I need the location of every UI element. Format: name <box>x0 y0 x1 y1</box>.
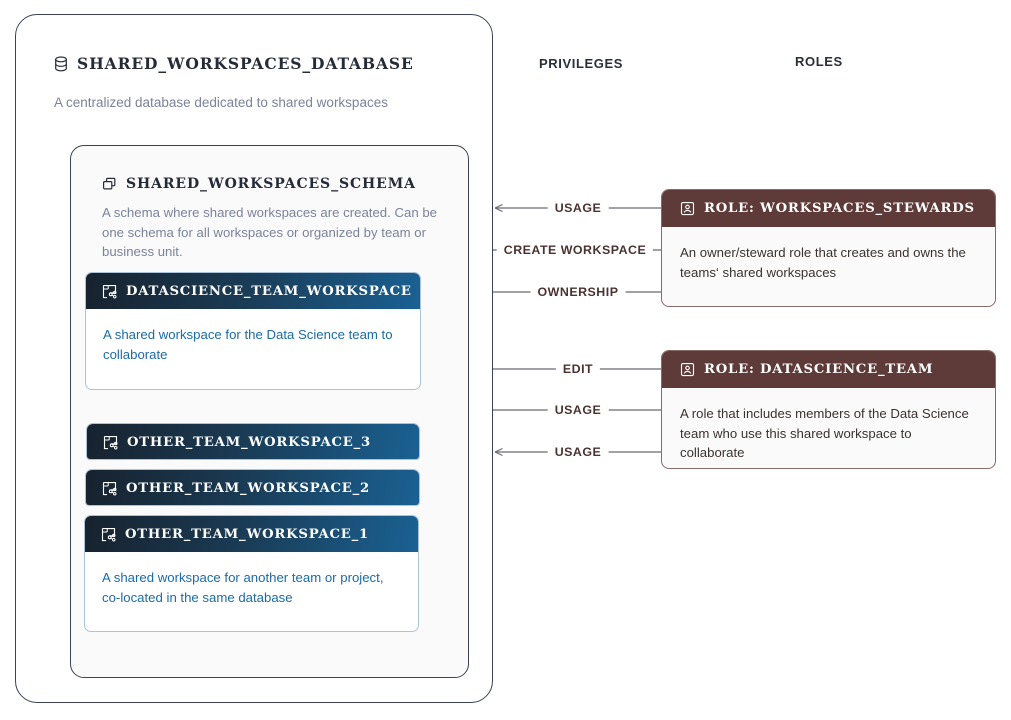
schema-description: A schema where shared workspaces are cre… <box>102 205 437 259</box>
workspace-name: DATASCIENCE_TEAM_WORKSPACE <box>126 283 412 299</box>
privilege-label-edit: EDIT <box>555 362 601 376</box>
workspace-header: DATASCIENCE_TEAM_WORKSPACE <box>86 273 420 309</box>
database-description: A centralized database dedicated to shar… <box>54 95 388 110</box>
role-header: ROLE: WORKSPACES_STEWARDS <box>662 190 995 227</box>
role-description: A role that includes members of the Data… <box>680 406 969 460</box>
workspace-name: OTHER_TEAM_WORKSPACE_2 <box>126 480 371 496</box>
workspace-description: A shared workspace for the Data Science … <box>103 327 393 362</box>
role-badge-icon <box>680 201 695 216</box>
column-header-privileges: PRIVILEGES <box>539 56 624 71</box>
role-badge-icon <box>680 362 695 377</box>
workspace-share-icon <box>103 435 118 450</box>
workspace-card-other-team-workspace-3[interactable]: OTHER_TEAM_WORKSPACE_3 <box>86 423 420 460</box>
workspace-header: OTHER_TEAM_WORKSPACE_2 <box>86 470 419 505</box>
privilege-label-usage-schema-dsteam: USAGE <box>547 403 609 417</box>
schema-name: SHARED_WORKSPACES_SCHEMA <box>126 176 416 192</box>
workspace-name: OTHER_TEAM_WORKSPACE_3 <box>127 434 372 450</box>
privilege-label-usage-workspace-dsteam: USAGE <box>547 445 609 459</box>
role-card-datascience-team[interactable]: ROLE: DATASCIENCE_TEAM A role that inclu… <box>661 350 996 469</box>
workspace-name: OTHER_TEAM_WORKSPACE_1 <box>125 526 370 542</box>
schema-title-row: SHARED_WORKSPACES_SCHEMA <box>102 176 416 192</box>
workspace-share-icon <box>101 527 116 542</box>
database-title-row: SHARED_WORKSPACES_DATABASE <box>54 54 414 73</box>
database-cylinder-icon <box>54 55 68 72</box>
database-name: SHARED_WORKSPACES_DATABASE <box>77 54 414 73</box>
privilege-label-usage-schema-stewards: USAGE <box>547 201 609 215</box>
role-name: ROLE: WORKSPACES_STEWARDS <box>704 201 975 216</box>
column-header-roles: ROLES <box>795 54 843 69</box>
workspace-card-datascience-team-workspace[interactable]: DATASCIENCE_TEAM_WORKSPACE A shared work… <box>85 272 421 390</box>
workspace-share-icon <box>102 481 117 496</box>
role-description: An owner/steward role that creates and o… <box>680 245 966 280</box>
workspace-card-other-team-workspace-1[interactable]: OTHER_TEAM_WORKSPACE_1 A shared workspac… <box>84 515 419 632</box>
workspace-header: OTHER_TEAM_WORKSPACE_3 <box>87 424 419 459</box>
role-name: ROLE: DATASCIENCE_TEAM <box>704 362 934 377</box>
privilege-label-create-workspace: CREATE WORKSPACE <box>496 243 654 257</box>
workspace-header: OTHER_TEAM_WORKSPACE_1 <box>85 516 418 552</box>
privilege-label-ownership: OWNERSHIP <box>530 285 626 299</box>
role-card-workspaces-stewards[interactable]: ROLE: WORKSPACES_STEWARDS An owner/stewa… <box>661 189 996 307</box>
workspace-share-icon <box>102 284 117 299</box>
workspace-card-other-team-workspace-2[interactable]: OTHER_TEAM_WORKSPACE_2 <box>85 469 420 506</box>
schema-stack-icon <box>102 177 117 192</box>
workspace-description: A shared workspace for another team or p… <box>102 570 384 605</box>
role-header: ROLE: DATASCIENCE_TEAM <box>662 351 995 388</box>
